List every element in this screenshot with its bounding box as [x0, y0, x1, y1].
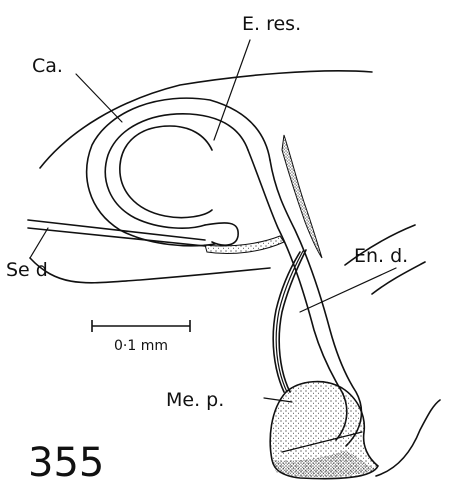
scale-bar: 0·1 mm [92, 320, 190, 354]
duct-loop [205, 223, 238, 245]
label-ca: Ca. [32, 55, 63, 77]
label-me-p: Me. p. [166, 389, 224, 411]
capsule-inner-wall [105, 114, 248, 228]
leader-se-d [30, 228, 48, 258]
leader-ca [76, 74, 122, 122]
reservoir-wall [120, 126, 212, 218]
figure-number: 355 [28, 440, 104, 486]
label-en-d: En. d. [354, 245, 408, 267]
leader-e-res [214, 40, 250, 140]
capsule-outer-wall [87, 98, 270, 246]
scale-bar-label: 0·1 mm [114, 338, 168, 354]
tip-contour [376, 400, 440, 476]
lower-body-contour [30, 258, 270, 283]
stippled-wall-strip [282, 135, 322, 258]
label-se-d: Se d [6, 259, 48, 281]
leader-en-d [300, 268, 396, 312]
label-e-res: E. res. [242, 13, 301, 35]
